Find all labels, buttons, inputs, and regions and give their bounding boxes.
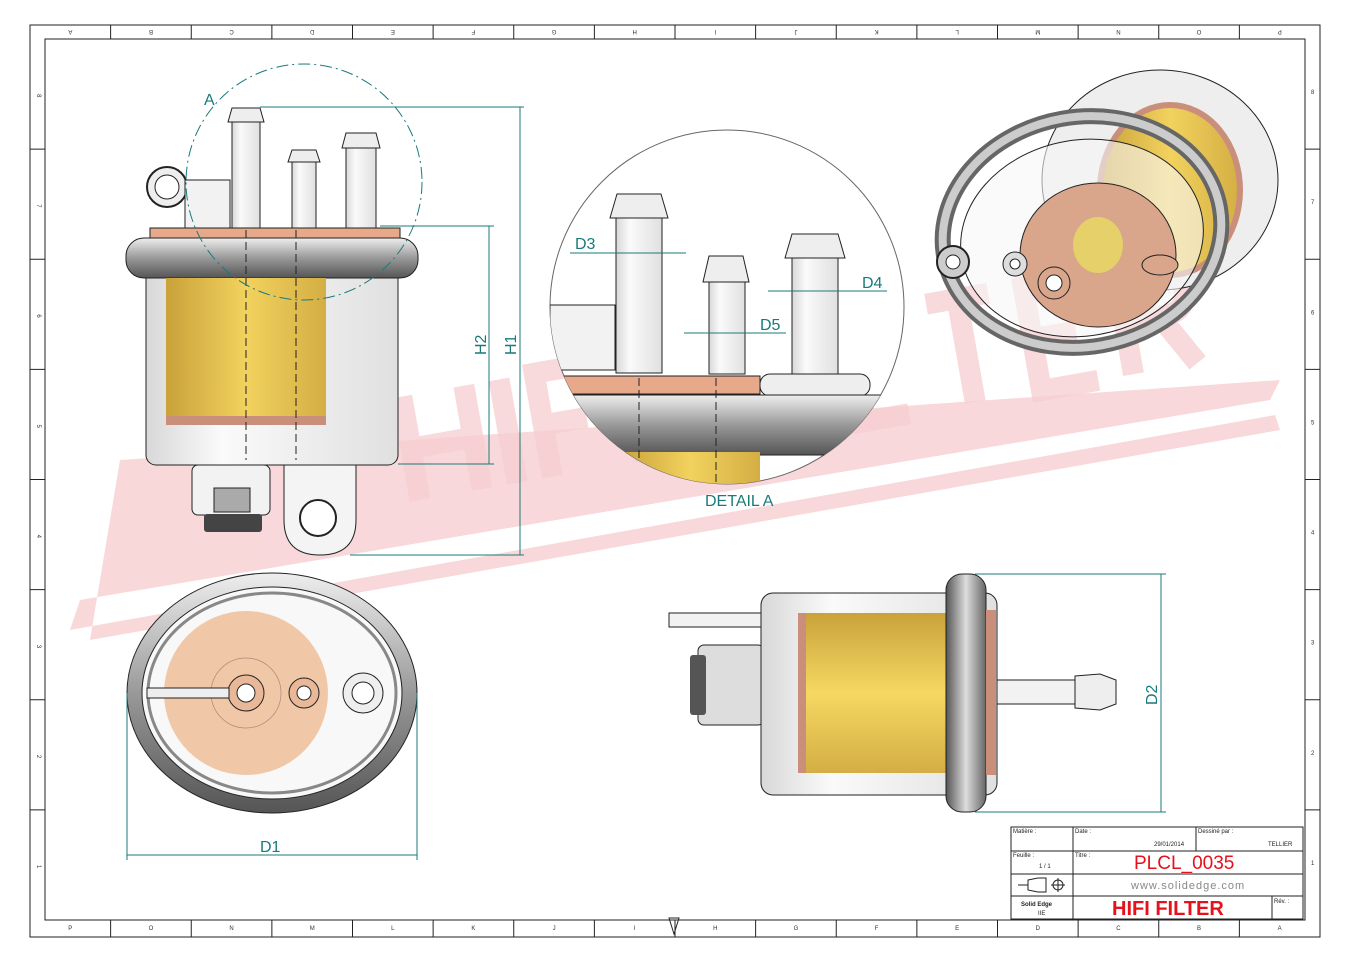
row-marker-left: 7 <box>35 204 41 208</box>
column-marker-top: A <box>68 28 72 34</box>
title-label: Titre : <box>1075 853 1090 859</box>
column-marker: L <box>391 926 395 932</box>
d5-label: D5 <box>760 317 781 334</box>
h2-label: H2 <box>473 334 490 355</box>
column-marker-top: H <box>633 28 637 34</box>
column-marker-top: K <box>875 28 879 34</box>
material-label: Matière : <box>1013 829 1037 835</box>
revision-label: Rév. : <box>1274 899 1290 905</box>
drawn-by-value: TELLIER <box>1268 842 1293 848</box>
software-sub: IIE <box>1038 911 1045 917</box>
column-marker: G <box>794 926 799 932</box>
drawn-by-label: Dessiné par : <box>1198 829 1234 835</box>
column-marker-top: I <box>714 28 716 34</box>
column-marker: O <box>149 926 154 932</box>
row-marker: 4 <box>1311 531 1315 537</box>
watermark-letter <box>391 383 493 502</box>
row-marker: 8 <box>1311 90 1315 96</box>
column-marker: P <box>68 926 72 932</box>
d4-label: D4 <box>862 275 883 292</box>
detail-a-label: DETAIL A <box>705 493 774 510</box>
row-marker: 2 <box>1311 751 1315 757</box>
website-text: www.solidedge.com <box>1130 880 1245 892</box>
column-marker: M <box>310 926 315 932</box>
row-marker-left: 5 <box>35 424 41 428</box>
row-marker-left: 4 <box>35 535 41 539</box>
column-marker-top: O <box>1196 28 1201 34</box>
column-marker-top: P <box>1278 28 1282 34</box>
column-marker: H <box>713 926 717 932</box>
center-mark-icon <box>668 917 680 936</box>
d1-label: D1 <box>260 839 281 856</box>
column-marker: E <box>955 926 959 932</box>
isometric-view <box>934 69 1279 356</box>
h1-label: H1 <box>503 334 520 355</box>
column-marker-top: L <box>955 28 959 34</box>
column-marker-top: J <box>794 28 797 34</box>
row-markers: 8 8 7 7 6 6 5 5 4 4 3 3 2 2 1 1 <box>30 90 1320 869</box>
drawing-title: PLCL_0035 <box>1134 853 1234 874</box>
title-block: Matière : Date : 29/01/2014 Dessiné par … <box>1010 826 1304 920</box>
projection-symbol-icon <box>1018 877 1065 893</box>
company-name: HIFI FILTER <box>1112 898 1224 920</box>
column-marker-top: B <box>149 28 153 34</box>
watermark-letter <box>488 377 528 485</box>
column-marker: N <box>229 926 233 932</box>
side-view: D2 <box>668 573 1166 813</box>
row-marker: 7 <box>1311 200 1315 206</box>
column-marker-top: C <box>229 28 234 34</box>
column-marker-top: N <box>1116 28 1120 34</box>
column-marker: J <box>553 926 556 932</box>
column-marker: K <box>471 926 475 932</box>
d2-label: D2 <box>1144 684 1161 705</box>
column-marker-top: E <box>391 28 395 34</box>
sheet-value: 1 / 1 <box>1039 864 1051 870</box>
detail-marker: A <box>204 92 215 109</box>
column-marker: D <box>1036 926 1041 932</box>
column-markers: P A O B N C M D L E K F J G I H H I G J F K E L D M C N B O A P <box>68 25 1282 937</box>
top-view: D1 <box>126 572 418 860</box>
column-marker-top: D <box>309 28 314 34</box>
row-marker-left: 8 <box>35 94 41 98</box>
row-marker: 5 <box>1311 420 1315 426</box>
sheet-label: Feuille : <box>1013 853 1034 859</box>
detail-a-view: D3 D5 D4 DETAIL A <box>549 129 905 510</box>
date-label: Date : <box>1075 829 1091 835</box>
column-marker: C <box>1116 926 1121 932</box>
software-label: Solid Edge <box>1021 902 1053 908</box>
column-marker: A <box>1278 926 1282 932</box>
row-marker-left: 2 <box>35 755 41 759</box>
column-marker-top: G <box>551 28 556 34</box>
row-marker: 1 <box>1311 861 1315 867</box>
column-marker: I <box>634 926 636 932</box>
row-marker: 6 <box>1311 310 1315 316</box>
row-marker-left: 6 <box>35 314 41 318</box>
row-marker-left: 1 <box>35 865 41 869</box>
detail-circle <box>185 63 423 301</box>
column-marker: F <box>875 926 879 932</box>
column-marker-top: M <box>1035 28 1040 34</box>
d3-label: D3 <box>575 236 596 253</box>
date-value: 29/01/2014 <box>1154 842 1185 848</box>
row-marker: 3 <box>1311 641 1315 647</box>
front-view: A H1 H2 <box>125 63 524 556</box>
row-marker-left: 3 <box>35 645 41 649</box>
column-marker-top: F <box>471 28 475 34</box>
column-marker: B <box>1197 926 1201 932</box>
